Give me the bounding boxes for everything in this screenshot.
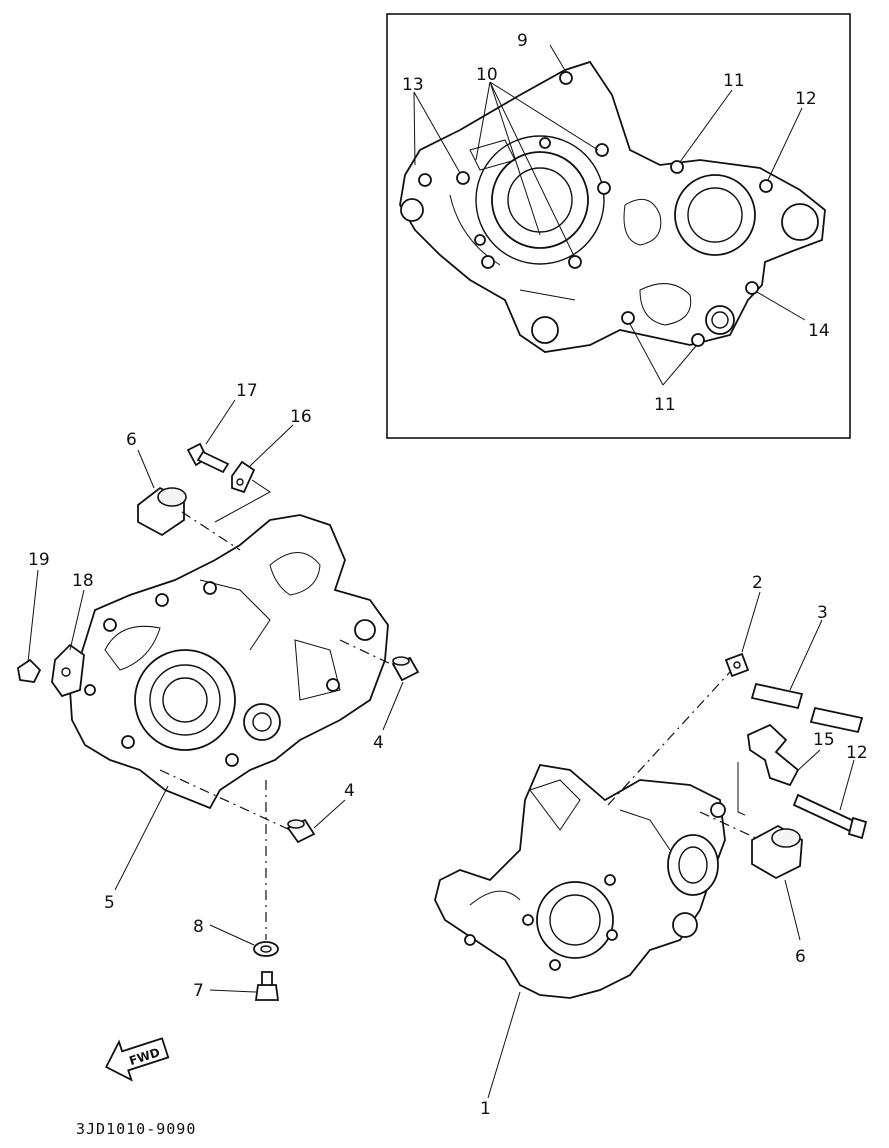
callout-4-bottom: 4 (344, 781, 355, 801)
callout-6-right: 6 (795, 947, 806, 967)
fitting-2 (724, 652, 750, 678)
callout-12-main: 12 (846, 743, 868, 763)
gasket-8 (253, 941, 279, 957)
inset-crankcase-half (399, 60, 826, 353)
dowel-4-bottom (286, 818, 316, 844)
crankcase-left-half (69, 514, 389, 810)
callout-2: 2 (752, 573, 763, 593)
crankcase-right-half (434, 763, 726, 999)
callout-5: 5 (104, 893, 115, 913)
bolt-17 (186, 442, 230, 474)
inset-leaders (413, 44, 806, 386)
bush-6-top (137, 486, 187, 537)
callout-12-inset: 12 (795, 89, 817, 109)
tube-3b (809, 706, 864, 734)
drawing-code: 3JD1010-9090 (76, 1120, 196, 1138)
part-19 (17, 658, 42, 683)
callout-16: 16 (290, 407, 312, 427)
bolt-12 (792, 793, 868, 840)
callout-15: 15 (813, 730, 835, 750)
inset-detail: 9 10 13 11 12 14 11 (386, 13, 851, 439)
bush-6-right (751, 824, 803, 880)
clamp-15 (747, 723, 800, 787)
callout-13: 13 (402, 75, 424, 95)
callout-3: 3 (817, 603, 828, 623)
callout-9: 9 (517, 31, 528, 51)
callout-10: 10 (476, 65, 498, 85)
drain-bolt-7 (254, 971, 280, 1001)
callout-7: 7 (193, 981, 204, 1001)
right-leaders (487, 591, 855, 1099)
callout-8: 8 (193, 917, 204, 937)
callout-14: 14 (808, 321, 830, 341)
callout-4-right: 4 (373, 733, 384, 753)
callout-19: 19 (28, 550, 50, 570)
callout-17: 17 (236, 381, 258, 401)
forward-arrow: FWD (104, 1037, 170, 1082)
tube-3a (750, 682, 804, 710)
clamp-16 (231, 460, 256, 494)
left-leaders (27, 399, 404, 993)
dowel-4-right (391, 656, 420, 682)
callout-11-bottom: 11 (654, 395, 676, 415)
callout-6-top: 6 (126, 430, 137, 450)
left-crankcase-assembly: 17 16 6 19 18 4 4 5 8 7 (17, 381, 420, 1001)
callout-1: 1 (480, 1099, 491, 1119)
part-18 (51, 643, 85, 698)
callout-18: 18 (72, 571, 94, 591)
right-crankcase-assembly: 2 3 15 12 6 1 (434, 573, 868, 1119)
callout-11-top: 11 (723, 71, 745, 91)
